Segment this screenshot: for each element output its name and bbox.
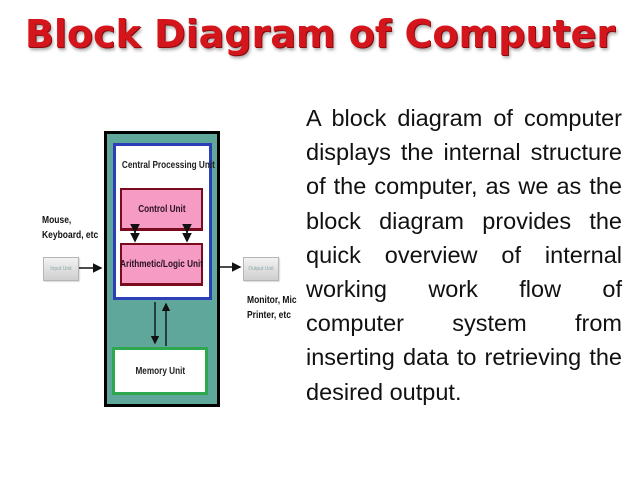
input-unit-box: Input Unit [43, 257, 79, 281]
alu-label: Arithmetic/Logic Unit [120, 258, 203, 270]
block-diagram: Central Processing Unit Control Unit Ari… [0, 0, 300, 480]
diagram-arrows [79, 224, 242, 346]
output-device-line: Printer, etc [247, 310, 291, 321]
output-unit-box: Output Unit [243, 257, 279, 281]
slide-title: Block Diagram of Computer [24, 12, 616, 56]
alu-box: Arithmetic/Logic Unit [120, 243, 203, 286]
cpu-label: Central Processing Unit [121, 160, 215, 171]
output-unit-label: Output Unit [248, 266, 274, 272]
input-devices-label: Mouse, Keyboard, etc [42, 213, 98, 243]
input-device-line: Mouse, [42, 215, 72, 226]
output-device-line: Monitor, Mic [247, 295, 297, 306]
output-devices-label: Monitor, Mic Printer, etc [247, 293, 297, 323]
control-unit-label: Control Unit [137, 203, 186, 215]
description-paragraph: A block diagram of computer displays the… [306, 105, 622, 405]
memory-unit-box: Memory Unit [112, 347, 208, 395]
input-unit-label: Input Unit [50, 266, 72, 272]
input-device-line: Keyboard, etc [42, 230, 99, 241]
memory-unit-label: Memory Unit [135, 365, 185, 377]
control-unit-box: Control Unit [120, 188, 203, 231]
